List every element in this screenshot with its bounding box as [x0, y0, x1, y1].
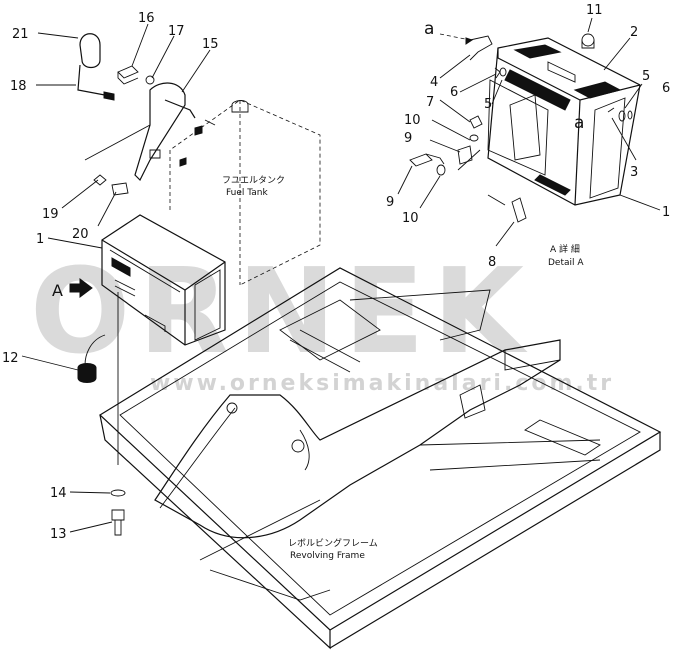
- callout-1-main: 1: [36, 232, 44, 247]
- callout-5-right: 5: [642, 69, 650, 84]
- callout-1-detail: 1: [662, 205, 670, 220]
- ref-a-mid: a: [574, 113, 584, 133]
- callout-4: 4: [430, 75, 438, 90]
- fasteners-main: [77, 363, 126, 536]
- callout-20: 20: [72, 227, 89, 242]
- fuel-tank-label: Fuel Tank: [226, 188, 269, 198]
- detail-a-label-jp: A 詳 細: [550, 243, 580, 255]
- callout-9-bottom: 9: [386, 195, 394, 210]
- detail-a-label: Detail A: [548, 258, 584, 268]
- callout-10-bottom: 10: [402, 211, 419, 226]
- callout-12: 12: [2, 351, 19, 366]
- fuel-tank-drawing: フユエルタンク Fuel Tank: [169, 99, 321, 286]
- watermark-url: www.orneksimakinalari.com.tr: [150, 371, 614, 396]
- callout-6-right: 6: [662, 81, 670, 96]
- watermark: ORNEK www.orneksimakinalari.com.tr: [30, 242, 614, 396]
- detail-a-drawing: A 詳 細 Detail A a a: [409, 19, 641, 268]
- callout-5-left: 5: [484, 97, 492, 112]
- callout-13: 13: [50, 527, 67, 542]
- leader-lines: [21, 17, 661, 533]
- callout-14: 14: [50, 486, 67, 501]
- callout-6-left: 6: [450, 85, 458, 100]
- callout-3: 3: [630, 165, 638, 180]
- view-a-arrow: A: [52, 278, 93, 300]
- frame-label: Revolving Frame: [290, 551, 365, 561]
- callout-9-top: 9: [404, 131, 412, 146]
- view-a-label: A: [52, 281, 63, 300]
- tool-box-main: [84, 214, 226, 465]
- callout-2: 2: [630, 25, 638, 40]
- callout-18: 18: [10, 79, 27, 94]
- frame-labels: レボルビングフレーム Revolving Frame: [288, 537, 378, 561]
- frame-label-jp: レボルビングフレーム: [288, 537, 378, 549]
- watermark-brand: ORNEK: [30, 242, 532, 380]
- callout-17: 17: [168, 24, 185, 39]
- callout-21: 21: [12, 27, 29, 42]
- callout-10-top: 10: [404, 113, 421, 128]
- revolving-frame-drawing: [99, 267, 662, 650]
- handrail-assembly: [77, 33, 216, 196]
- callout-11: 11: [586, 3, 603, 18]
- ref-a-top: a: [424, 19, 434, 39]
- callout-19: 19: [42, 207, 59, 222]
- callout-numbers: 21 16 17 15 18 19 20 1 12 14 13 11 2 4 6…: [2, 3, 670, 542]
- callout-16: 16: [138, 11, 155, 26]
- callout-7: 7: [426, 95, 434, 110]
- callout-15: 15: [202, 37, 219, 52]
- fuel-tank-label-jp: フユエルタンク: [222, 175, 285, 186]
- callout-8: 8: [488, 255, 496, 270]
